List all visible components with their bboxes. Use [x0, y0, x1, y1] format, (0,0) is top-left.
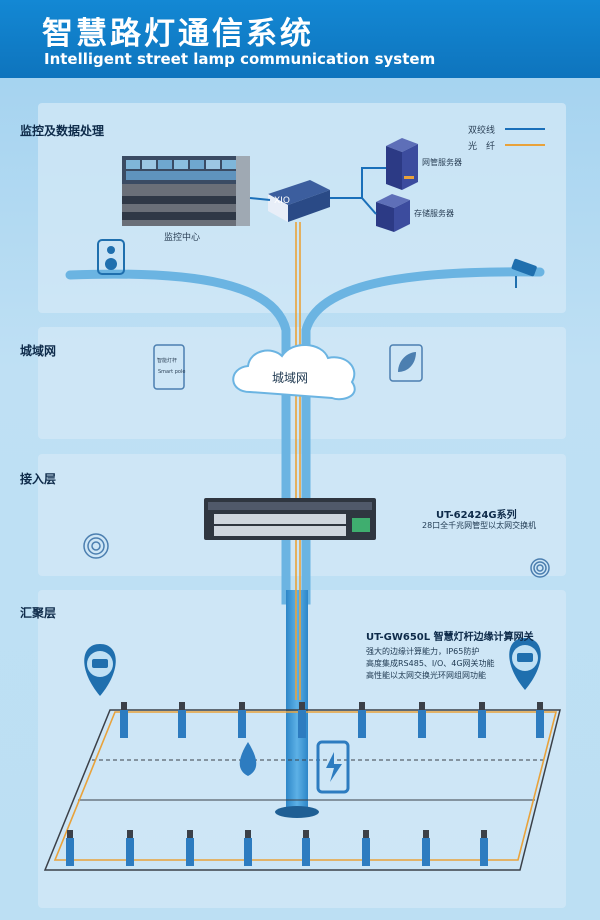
twisted-pair-links	[249, 167, 386, 215]
layer-label-access: 接入层	[20, 472, 57, 486]
gateway-feature-3: 高性能以太网交换光环网组网功能	[366, 671, 486, 680]
gateway-feature-1: 强大的边缘计算能力，IP65防护	[366, 647, 480, 656]
page-subtitle: Intelligent street lamp communication sy…	[44, 50, 436, 68]
server-storage-label: 存储服务器	[414, 209, 454, 218]
smart-utility-icon	[239, 740, 350, 794]
kiosk-label-cn: 智能灯杆	[157, 358, 178, 364]
kiosk-label-en: Smart pole	[158, 369, 186, 375]
location-pin-left	[84, 644, 116, 696]
monitoring-center-label: 监控中心	[164, 233, 201, 243]
camera-icon	[511, 258, 537, 288]
metro-cloud	[232, 343, 356, 401]
layer-label-monitoring: 监控及数据处理	[20, 124, 105, 138]
router-icon	[268, 180, 330, 222]
speaker-icon	[97, 239, 125, 275]
layer-label-aggregation: 汇聚层	[20, 606, 57, 620]
signal-icon-right	[530, 558, 550, 578]
legend-fiber: 光 纤	[468, 142, 496, 152]
switch-model: UT-62424G系列	[436, 510, 517, 521]
gateway-feature-2: 高度集成RS485、I/O、4G网关功能	[366, 659, 495, 668]
environment-sensor-icon	[389, 344, 423, 382]
server-net-label: 网管服务器	[422, 158, 462, 167]
header-banner: 智慧路灯通信系统 Intelligent street lamp communi…	[0, 0, 600, 78]
kiosk-icon	[153, 344, 185, 390]
switch-desc: 28口全千兆网管型以太网交换机	[422, 521, 537, 530]
layer-label-metro: 城域网	[20, 344, 57, 358]
storage-server-icon	[376, 194, 410, 232]
monitoring-center-image	[122, 156, 250, 226]
metro-cloud-label: 城域网	[272, 371, 309, 385]
router-label: XIO	[274, 196, 290, 206]
network-trunk	[65, 267, 545, 818]
location-pin-right	[509, 638, 541, 690]
legend-twisted-pair: 双绞线	[468, 126, 496, 136]
page-title: 智慧路灯通信系统	[42, 16, 314, 52]
gateway-row-top	[120, 702, 544, 738]
gateway-row-bottom	[66, 830, 488, 866]
net-server-icon	[386, 138, 418, 190]
switch-device	[204, 498, 376, 540]
gateway-model: UT-GW650L 智慧灯杆边缘计算网关	[366, 632, 534, 643]
signal-icon-left	[83, 533, 109, 559]
